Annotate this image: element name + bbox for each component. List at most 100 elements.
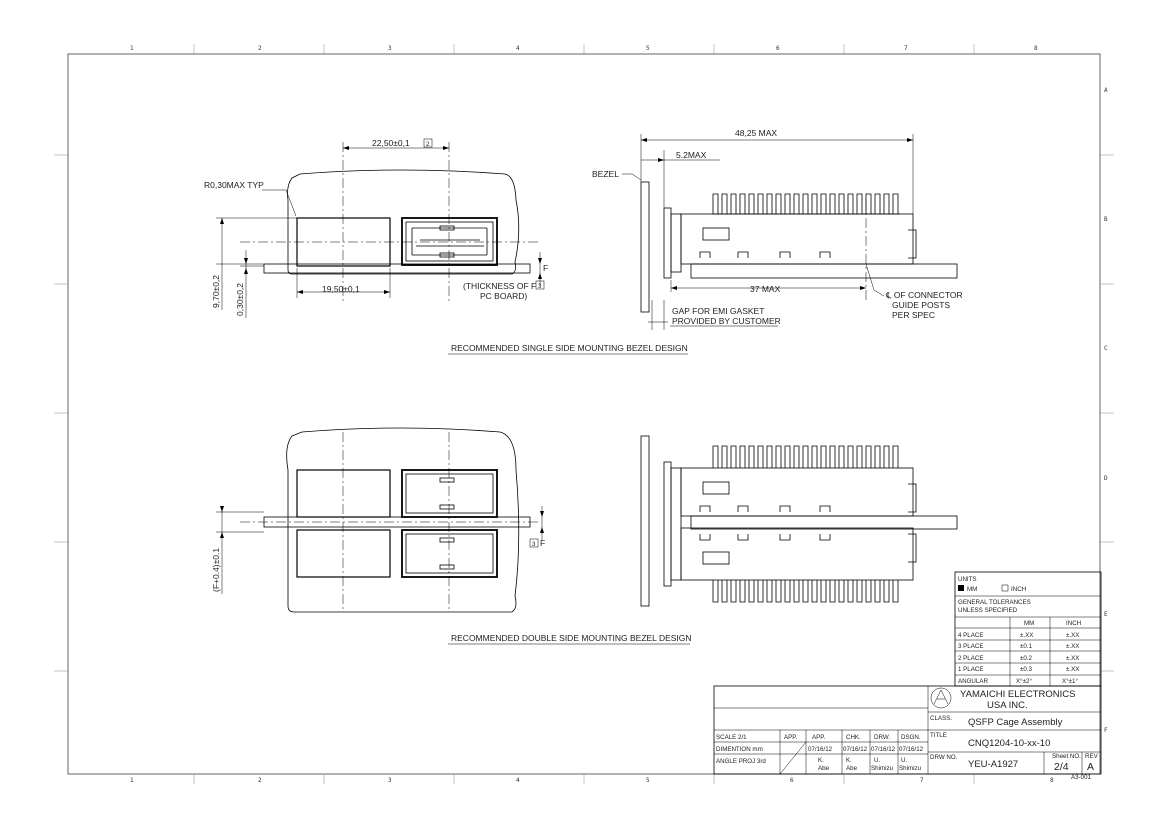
date-dsgn: 07/16/12	[899, 746, 924, 753]
unit-mm-label: MM	[967, 586, 977, 593]
zone-col-6-bottom: 6	[790, 777, 794, 784]
double-side-front-view: (F+0.4)±0.1 3 F RECOMMENDED DOUBLE SIDE …	[211, 427, 692, 645]
heatsink-fins	[712, 580, 899, 603]
double-dim-height: (F+0.4)±0.1	[211, 548, 221, 592]
zone-col-1-bottom: 1	[130, 777, 134, 784]
dimention-text: DIMENTION mm	[716, 746, 763, 753]
gen-tol-line1: GENERAL TOLERANCES	[958, 599, 1031, 606]
single-side-front-view: 22,50±0,1 2 R0,30MAX TYP 19,50±0,1 9,70±…	[204, 138, 688, 355]
double-tag: 3	[532, 541, 536, 548]
double-dim-f: F	[540, 538, 545, 548]
drw-value: YEU-A1927	[968, 759, 1018, 770]
gasket-note-2: PROVIDED BY CUSTOMER	[672, 316, 781, 326]
name-app-surname: Abe	[818, 765, 830, 772]
zone-col-6-top: 6	[776, 45, 780, 52]
tol-head-mm: MM	[1024, 620, 1034, 627]
heatsink-fins	[712, 193, 899, 214]
zone-row-c: C	[1104, 345, 1108, 352]
heatsink-fins	[712, 445, 899, 468]
dim-bezel-gap: 5.2MAX	[676, 150, 707, 160]
tol-row-label: 3 PLACE	[958, 643, 983, 650]
role-drw: DRW.	[874, 734, 890, 741]
tol-row-mm: ±0.1	[1020, 643, 1033, 650]
gen-tol-line2: UNLESS SPECIFIED	[958, 607, 1018, 614]
gasket-note-1: GAP FOR EMI GASKET	[672, 306, 764, 316]
name-dsgn-initial: U.	[901, 757, 907, 764]
tol-row-inch: X°±1°	[1062, 678, 1078, 685]
guide-post-note-1: ℄ OF CONNECTOR	[885, 290, 963, 300]
guide-post-note-3: PER SPEC	[892, 310, 935, 320]
company-logo-icon	[930, 687, 952, 709]
zone-col-8-bottom: 8	[1050, 777, 1054, 784]
single-caption: RECOMMENDED SINGLE SIDE MOUNTING BEZEL D…	[451, 343, 688, 353]
zone-col-8-top: 8	[1034, 45, 1038, 52]
angle-proj-text: ANGLE PROJ 3rd	[716, 758, 766, 765]
dim-cutout-width: 19,50±0,1	[322, 284, 360, 294]
dim-board-offset: 0,30±0,2	[235, 283, 245, 316]
dim-cutout-height: 9,70±0,2	[211, 275, 221, 308]
bezel-label: BEZEL	[592, 169, 619, 179]
units-title: UNITS	[958, 576, 977, 583]
zone-col-5-top: 5	[646, 45, 650, 52]
zone-row-b: B	[1104, 216, 1108, 223]
name-chk-surname: Abe	[846, 765, 858, 772]
thickness-note-line2: PC BOARD)	[480, 291, 527, 301]
zone-col-7-bottom: 7	[920, 777, 924, 784]
name-drw-initial: U.	[874, 757, 880, 764]
dim-port-pitch: 22,50±0,1	[372, 138, 410, 148]
tol-row-label: 1 PLACE	[958, 666, 983, 673]
zone-col-1-top: 1	[130, 45, 134, 52]
company-name-line2: USA INC.	[987, 700, 1028, 711]
sheet-frame: 1 2 3 4 5 6 7 8 1 2 3 4 5 6 7 8 A B C D …	[54, 44, 1114, 784]
dim-overall-length: 48,25 MAX	[735, 128, 777, 138]
tol-row-mm: X°±2°	[1016, 678, 1032, 685]
scale-text: SCALE 2/1	[716, 734, 747, 741]
tol-head-inch: INCH	[1066, 620, 1081, 627]
class-value: QSFP Cage Assembly	[968, 717, 1063, 728]
rev-value: A	[1087, 761, 1094, 773]
dim-guide-post: 37 MAX	[750, 284, 781, 294]
zone-row-e: E	[1104, 611, 1108, 618]
rev-label: REV	[1085, 753, 1099, 760]
zone-col-7-top: 7	[904, 45, 908, 52]
single-side-side-view: 48,25 MAX 5.2MAX BEZEL 37 MAX ℄ OF CONNE…	[592, 128, 963, 330]
date-drw: 07/16/12	[871, 746, 896, 753]
tol-row-label: ANGULAR	[958, 678, 988, 685]
sheet-label: Sheet NO.	[1052, 753, 1081, 760]
dim-tag-box-2	[423, 138, 433, 148]
title-label: TITLE	[930, 732, 947, 739]
unit-inch-checkbox	[1001, 584, 1009, 592]
role-chk: CHK.	[846, 734, 861, 741]
unit-mm-checkbox	[958, 585, 964, 591]
name-dsgn-surname: Shimizu	[899, 765, 922, 772]
zone-col-5-bottom: 5	[646, 777, 650, 784]
paper-size: A3-001	[1071, 774, 1092, 781]
thickness-tag-box	[535, 280, 545, 290]
role-app-1: APP.	[784, 734, 798, 741]
role-dsgn: DSGN.	[901, 734, 921, 741]
drw-label: DRW NO.	[930, 754, 958, 761]
unit-inch-label: INCH	[1011, 586, 1026, 593]
thickness-tag: 3	[538, 283, 542, 290]
sheet-value: 2/4	[1054, 761, 1069, 773]
zone-row-f: F	[1104, 727, 1108, 734]
dim-tag-2: 2	[426, 141, 430, 148]
title-block: YAMAICHI ELECTRONICS USA INC. CLASS. QSF…	[713, 685, 1102, 781]
title-value: CNQ1204-10-xx-10	[968, 738, 1050, 749]
zone-col-4-bottom: 4	[516, 777, 520, 784]
tol-row-label: 2 PLACE	[958, 655, 983, 662]
tol-row-mm: ±0.3	[1020, 666, 1033, 673]
tol-row-inch: ±.XX	[1066, 643, 1079, 650]
guide-post-note-2: GUIDE POSTS	[892, 300, 950, 310]
name-drw-surname: Shimizu	[871, 765, 894, 772]
tol-row-inch: ±.XX	[1066, 666, 1079, 673]
name-chk-initial: K.	[846, 757, 852, 764]
thickness-note-line1: (THICKNESS OF F	[463, 281, 536, 291]
zone-col-2-bottom: 2	[258, 777, 262, 784]
radius-note: R0,30MAX TYP	[204, 180, 264, 190]
tol-row-mm: ±.XX	[1020, 632, 1033, 639]
units-tolerance-table: UNITS MM INCH GENERAL TOLERANCES UNLESS …	[954, 571, 1102, 687]
double-side-side-view	[640, 435, 958, 607]
dim-f-label: F	[543, 263, 548, 273]
